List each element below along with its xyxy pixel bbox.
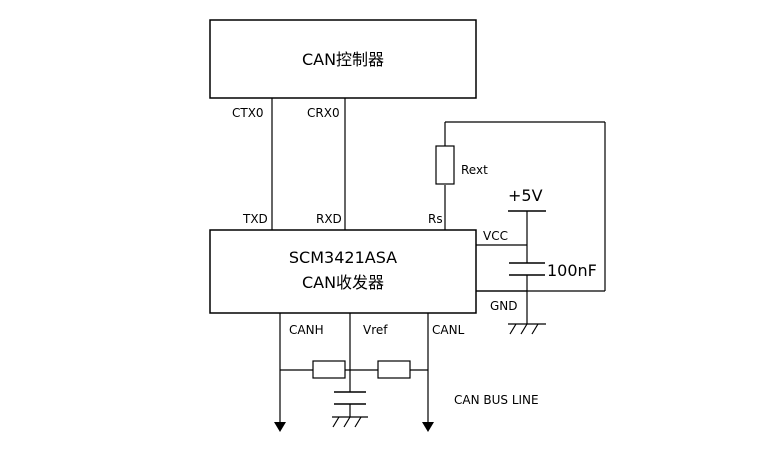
txd-label: TXD — [242, 212, 268, 226]
transceiver-type-label: CAN收发器 — [302, 273, 384, 292]
rxd-label: RXD — [316, 212, 342, 226]
rext-resistor — [435, 145, 455, 185]
can-controller-label: CAN控制器 — [302, 50, 384, 69]
canh-arrow — [274, 422, 286, 432]
termination-resistor-right — [377, 360, 411, 379]
canl-arrow — [422, 422, 434, 432]
vcc-label: VCC — [483, 229, 508, 243]
rext-label: Rext — [461, 163, 488, 177]
termination-resistor-left — [312, 360, 346, 379]
canl-label: CANL — [432, 323, 465, 337]
crx0-label: CRX0 — [307, 106, 340, 120]
canh-label: CANH — [289, 323, 324, 337]
can-controller-box — [209, 19, 477, 99]
supply-label: +5V — [508, 186, 543, 205]
ctx0-label: CTX0 — [232, 106, 264, 120]
ground-symbol-right — [508, 323, 546, 335]
gnd-label: GND — [490, 299, 518, 313]
capacitor-label: 100nF — [547, 261, 597, 280]
rs-label: Rs — [428, 212, 443, 226]
ground-symbol-bottom — [332, 416, 368, 428]
vref-label: Vref — [363, 323, 388, 337]
transceiver-box — [209, 229, 477, 314]
transceiver-model-label: SCM3421ASA — [289, 248, 397, 267]
bus-line-label: CAN BUS LINE — [454, 393, 539, 407]
